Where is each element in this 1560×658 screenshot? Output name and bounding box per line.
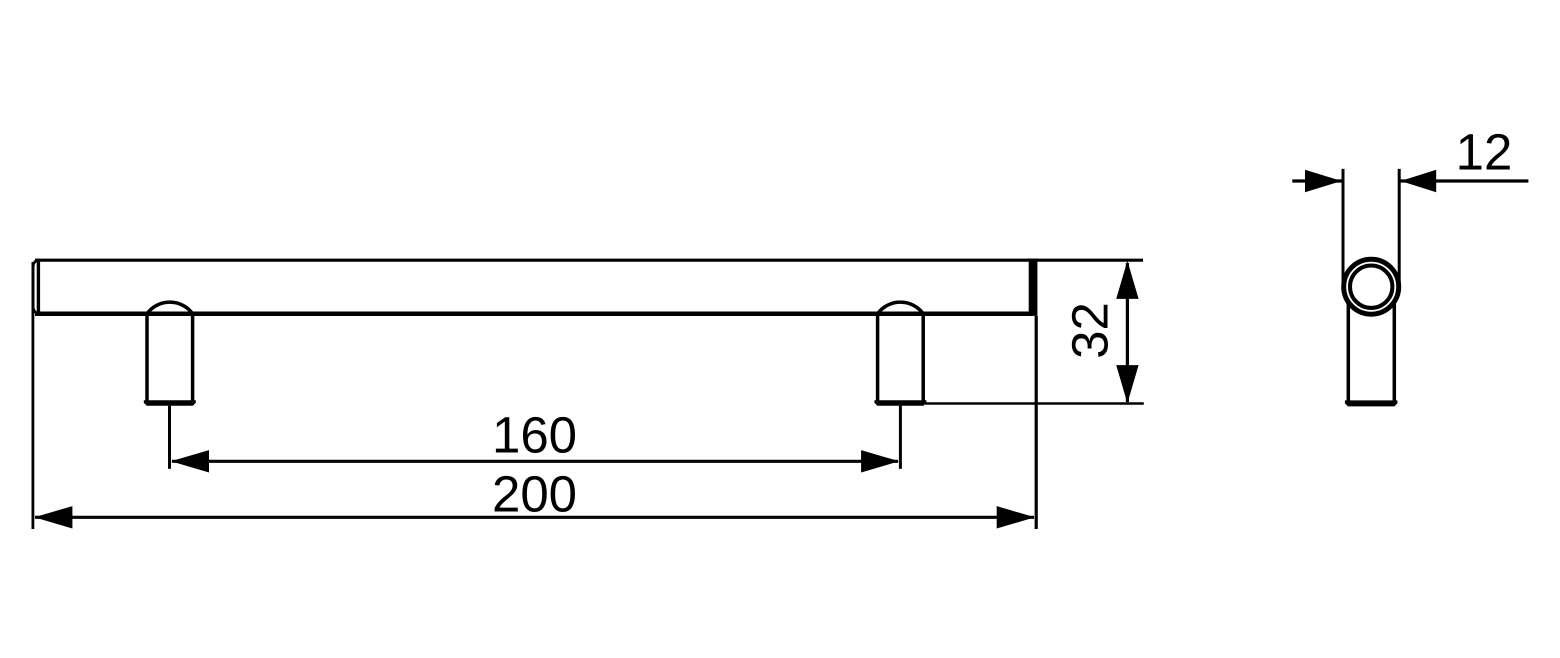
svg-text:12: 12 — [1456, 123, 1513, 180]
svg-text:32: 32 — [1062, 302, 1119, 359]
svg-text:200: 200 — [492, 466, 577, 523]
svg-text:160: 160 — [492, 407, 577, 464]
